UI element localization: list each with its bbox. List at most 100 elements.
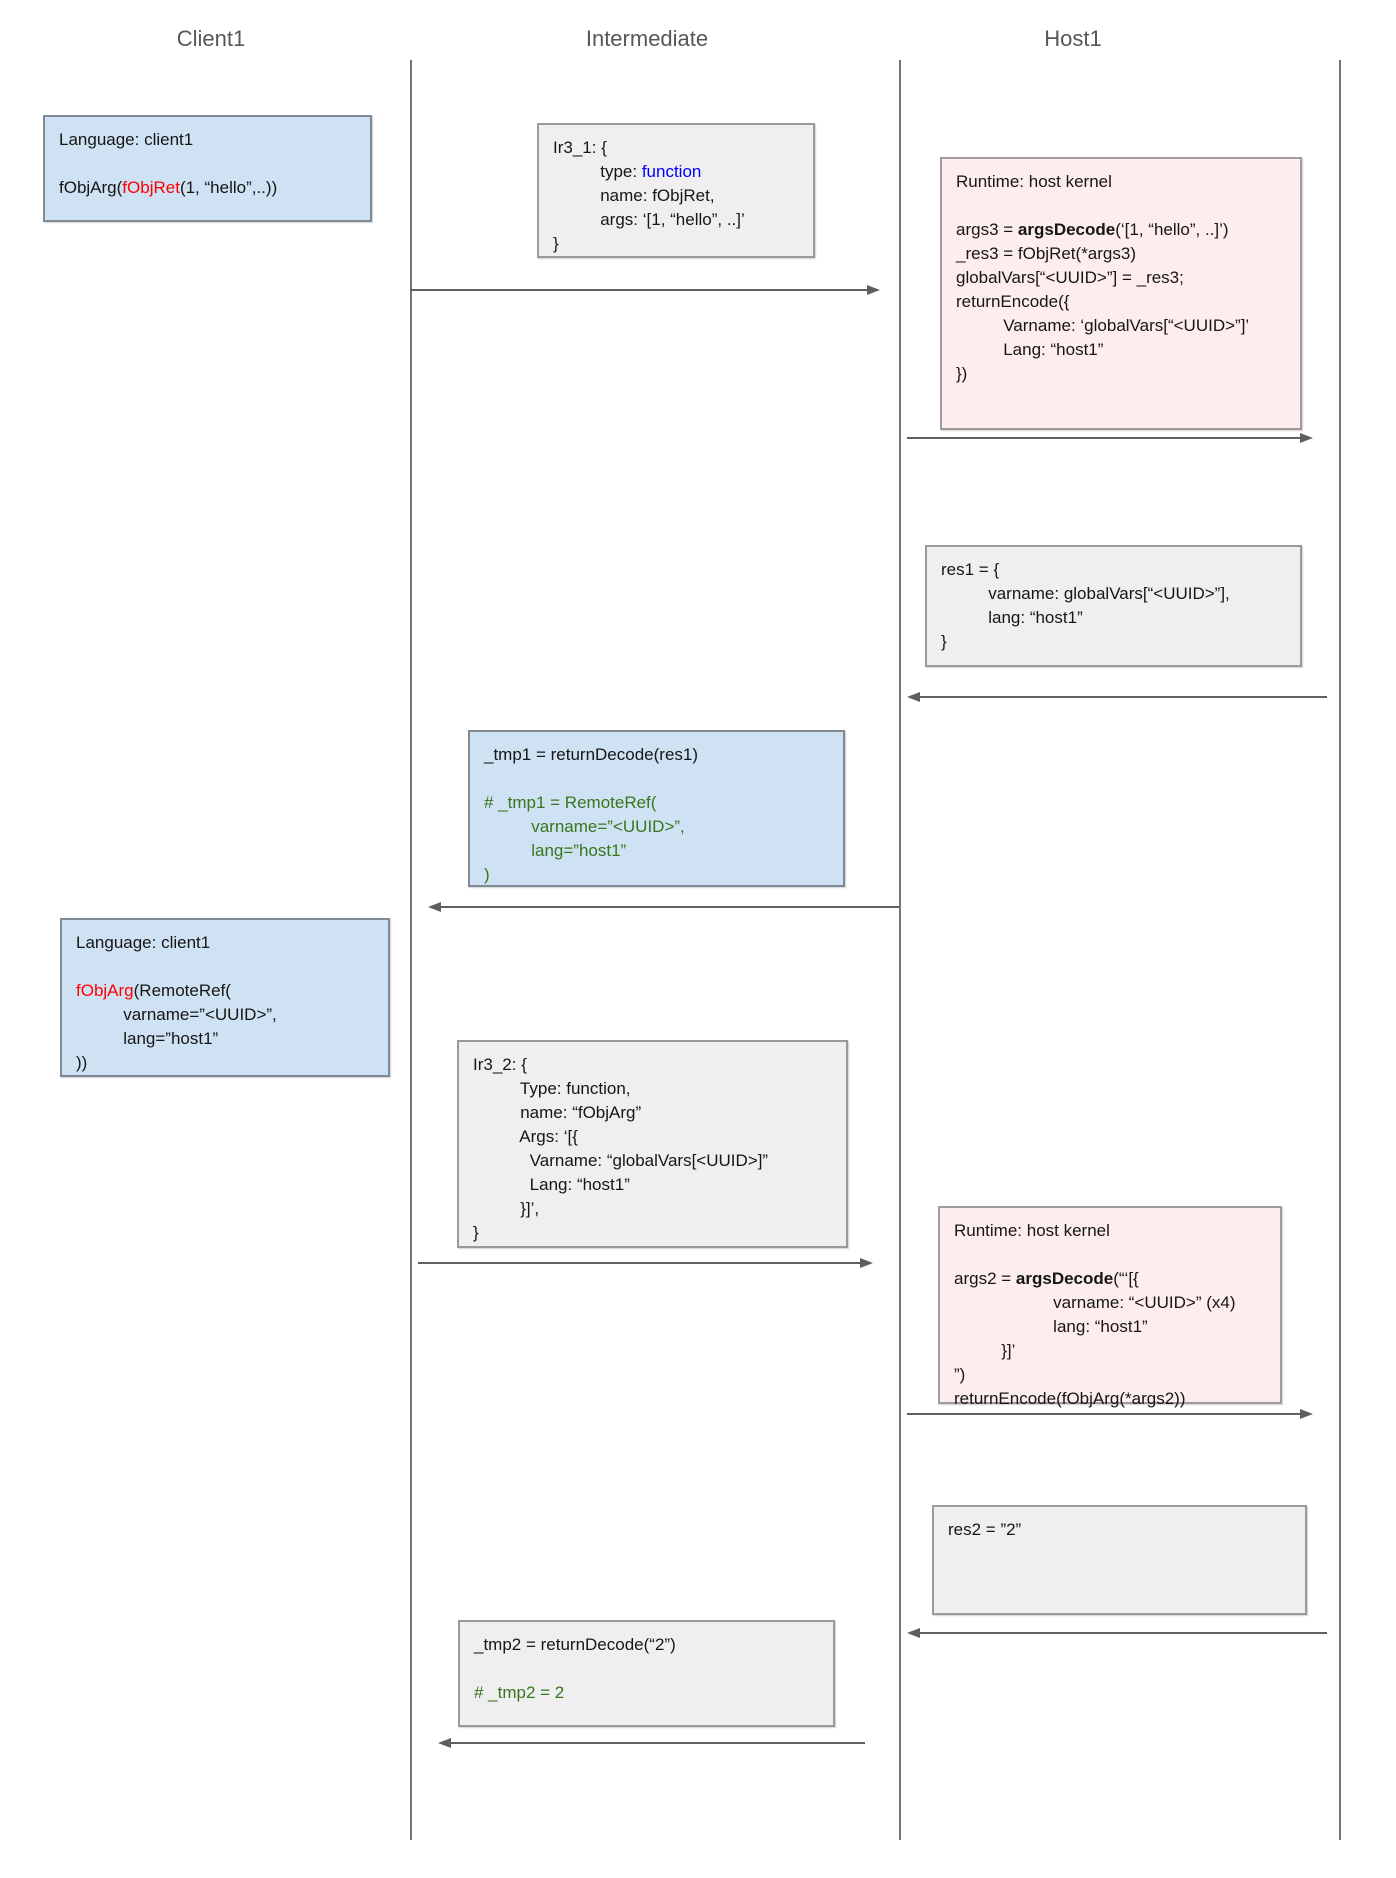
code-line: Args: ‘[{	[473, 1125, 832, 1149]
lane-line-2	[899, 60, 901, 1840]
code-line: globalVars[“<UUID>”] = _res3;	[956, 266, 1286, 290]
code-text: Lang: “host1”	[956, 340, 1104, 359]
code-text: Args: ‘[{	[473, 1127, 578, 1146]
code-line: Ir3_1: {	[553, 136, 799, 160]
code-line: )	[484, 863, 829, 887]
code-line: varname: globalVars[“<UUID>”],	[941, 582, 1286, 606]
code-line: Varname: ‘globalVars[“<UUID>”]’	[956, 314, 1286, 338]
code-text: globalVars[“<UUID>”] = _res3;	[956, 268, 1184, 287]
code-text: args: ‘[1, “hello”, ..]’	[553, 210, 745, 229]
code-line: returnEncode({	[956, 290, 1286, 314]
code-line: name: “fObjArg”	[473, 1101, 832, 1125]
code-text: varname: globalVars[“<UUID>”],	[941, 584, 1230, 603]
green-code-text: # _tmp1 = RemoteRef(	[484, 793, 657, 812]
code-line	[956, 194, 1286, 218]
code-text: Type: function,	[473, 1079, 631, 1098]
code-text: (‘[1, “hello”, ..]’)	[1115, 220, 1229, 239]
code-text: }	[553, 234, 559, 253]
message-arrow-4-left	[428, 902, 899, 912]
code-line: lang: “host1”	[941, 606, 1286, 630]
code-line: type: function	[553, 160, 799, 184]
message-arrow-5-right	[418, 1258, 873, 1268]
code-line: }	[941, 630, 1286, 654]
code-line	[484, 767, 829, 791]
message-arrow-7-left	[907, 1628, 1327, 1638]
code-text: (1, “hello”,..))	[179, 178, 278, 197]
code-line: name: fObjRet,	[553, 184, 799, 208]
code-line	[954, 1243, 1266, 1267]
red-code-text: fObjRet	[122, 178, 180, 197]
code-line: args: ‘[1, “hello”, ..]’	[553, 208, 799, 232]
code-text: ))	[76, 1053, 88, 1072]
code-line: res2 = ”2”	[948, 1518, 1291, 1542]
code-text: _res3 = fObjRet(*args3)	[956, 244, 1136, 263]
code-line: lang: “host1”	[954, 1315, 1266, 1339]
code-text: _tmp1 = returnDecode(res1)	[484, 745, 699, 764]
red-code-text: fObjArg	[76, 981, 134, 1000]
message-arrow-3-left	[907, 692, 1327, 702]
lane-line-3	[1339, 60, 1341, 1840]
code-line: }	[553, 232, 799, 256]
code-text: _tmp2 = returnDecode(“2”)	[474, 1635, 676, 1654]
lane-header-host1: Host1	[1044, 26, 1102, 51]
code-text: Language: client1	[59, 130, 194, 149]
code-text: res1 = {	[941, 560, 1000, 579]
code-line: Varname: “globalVars[<UUID>]”	[473, 1149, 832, 1173]
lane-header-client1: Client1	[176, 26, 246, 51]
code-text: varname=”<UUID>”,	[76, 1005, 277, 1024]
green-code-text: lang=”host1”	[484, 841, 627, 860]
bold-code-text: argsDecode	[1015, 1269, 1114, 1288]
host-runtime-box-1: Runtime: host kernel args3 = argsDecode(…	[940, 157, 1302, 430]
code-line: # _tmp1 = RemoteRef(	[484, 791, 829, 815]
code-line: args2 = argsDecode(“‘[{	[954, 1267, 1266, 1291]
code-text: returnEncode({	[956, 292, 1070, 311]
lane-header-intermediate: Intermediate	[585, 26, 709, 51]
tmp1-decode-box: _tmp1 = returnDecode(res1) # _tmp1 = Rem…	[468, 730, 845, 887]
code-text: lang=”host1”	[76, 1029, 219, 1048]
code-text: Varname: “globalVars[<UUID>]”	[473, 1151, 769, 1170]
code-text: }]’	[954, 1341, 1016, 1360]
code-line: _tmp1 = returnDecode(res1)	[484, 743, 829, 767]
code-text: }	[473, 1223, 479, 1242]
code-line: Language: client1	[59, 128, 356, 152]
code-line: args3 = argsDecode(‘[1, “hello”, ..]’)	[956, 218, 1286, 242]
code-line: Lang: “host1”	[956, 338, 1286, 362]
code-line: varname=”<UUID>”,	[76, 1003, 374, 1027]
code-line: ”)	[954, 1363, 1266, 1387]
tmp2-decode-box: _tmp2 = returnDecode(“2”) # _tmp2 = 2	[458, 1620, 835, 1727]
lane-line-1	[410, 60, 412, 1840]
code-text: }	[941, 632, 947, 651]
code-text: lang: “host1”	[954, 1317, 1148, 1336]
code-line	[474, 1657, 819, 1681]
code-line: returnEncode(fObjArg(*args2))	[954, 1387, 1266, 1411]
code-text: args3 =	[956, 220, 1018, 239]
code-text: lang: “host1”	[941, 608, 1083, 627]
code-line: fObjArg(RemoteRef(	[76, 979, 374, 1003]
code-line: res1 = {	[941, 558, 1286, 582]
code-line	[59, 152, 356, 176]
code-text: (RemoteRef(	[133, 981, 231, 1000]
client-call-box-1: Language: client1 fObjArg(fObjRet(1, “he…	[43, 115, 372, 222]
code-text: varname: “<UUID>” (x4)	[954, 1293, 1236, 1312]
code-line: Runtime: host kernel	[956, 170, 1286, 194]
code-line: lang=”host1”	[484, 839, 829, 863]
code-text: Language: client1	[76, 933, 211, 952]
code-line: _res3 = fObjRet(*args3)	[956, 242, 1286, 266]
code-text: ”)	[954, 1365, 966, 1384]
code-line: }]’,	[473, 1197, 832, 1221]
code-line: lang=”host1”	[76, 1027, 374, 1051]
message-arrow-6-right	[907, 1409, 1313, 1419]
code-line: }	[473, 1221, 832, 1245]
code-text: name: “fObjArg”	[473, 1103, 642, 1122]
code-line: Type: function,	[473, 1077, 832, 1101]
code-line: _tmp2 = returnDecode(“2”)	[474, 1633, 819, 1657]
code-text: Ir3_2: {	[473, 1055, 527, 1074]
res2-box: res2 = ”2”	[932, 1505, 1307, 1615]
green-code-text: )	[484, 865, 490, 884]
code-text: })	[956, 364, 968, 383]
message-arrow-8-left	[438, 1738, 865, 1748]
res1-box: res1 = { varname: globalVars[“<UUID>”], …	[925, 545, 1302, 667]
green-code-text: varname=”<UUID>”,	[484, 817, 685, 836]
code-text: type:	[553, 162, 642, 181]
